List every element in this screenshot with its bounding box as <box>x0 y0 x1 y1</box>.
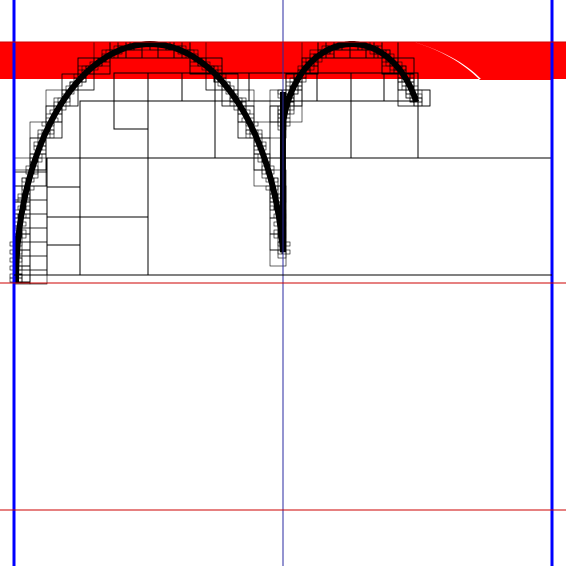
mesh-fine-cell <box>29 269 48 285</box>
red-domain-tail <box>414 42 552 80</box>
mesh-fine-cell <box>41 121 47 127</box>
mesh-fine-cell <box>245 129 251 135</box>
mesh-fine-cell <box>285 249 291 255</box>
mesh-cell <box>113 100 149 130</box>
mesh-fine-cell <box>73 73 79 79</box>
mesh-fine-cell <box>285 241 291 247</box>
interface-curve-left-arc <box>13 40 286 283</box>
interface-curve-right-arc <box>280 41 420 123</box>
interface-curve <box>13 40 420 283</box>
